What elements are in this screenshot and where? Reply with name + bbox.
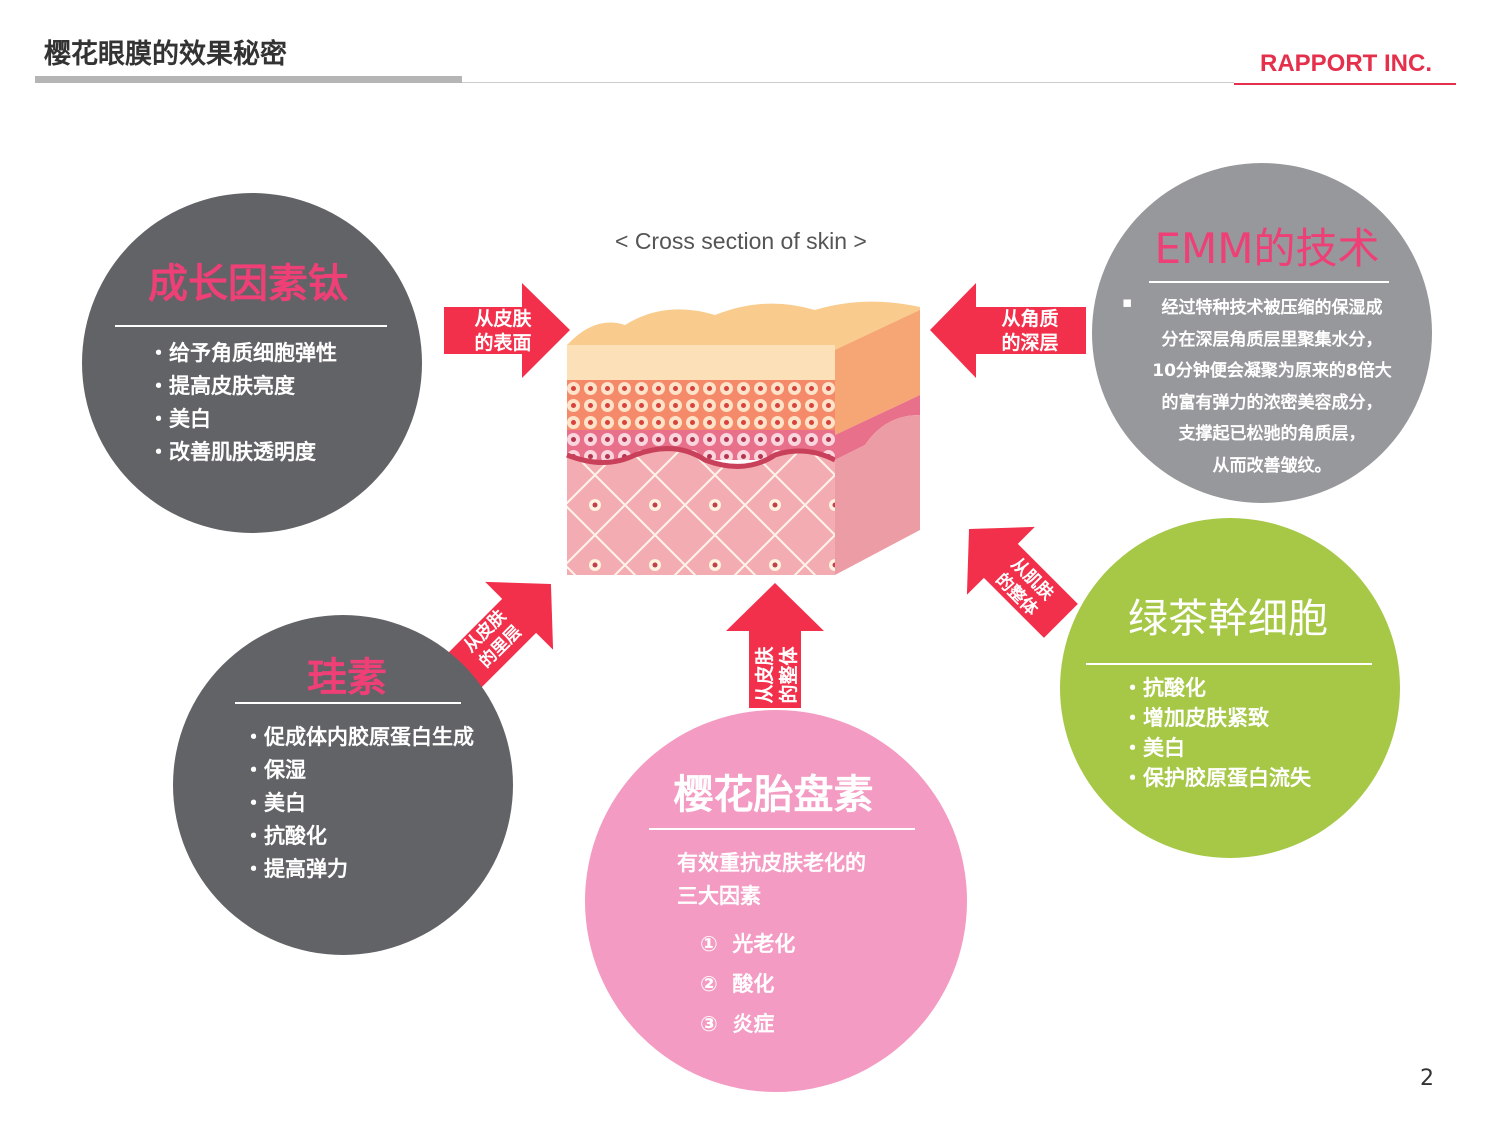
header-divider [462, 82, 1234, 83]
arrow-label: 从皮肤 [474, 308, 532, 330]
factor-text: 光老化 [732, 932, 796, 956]
divider [1086, 663, 1372, 665]
number-badge: ② [700, 972, 718, 996]
list-item: ・抗酸化 [243, 824, 327, 848]
emm-text-line: 的富有弹力的浓密美容成分， [1161, 392, 1383, 413]
arrow-from-skin-surface: 从皮肤的表面 [444, 283, 570, 378]
bullet-icon: ▪ [1122, 293, 1133, 311]
skin-cross-section-illustration [566, 301, 920, 575]
factor-item: ② 酸化 [700, 964, 795, 1004]
silicon-title: 珪素 [307, 655, 387, 701]
emm-text-line: 支撑起已松驰的角质层， [1178, 424, 1366, 444]
list-item: ・提高皮肤亮度 [148, 374, 295, 398]
divider [1149, 281, 1389, 283]
list-item: ・提高弹力 [243, 857, 348, 881]
sakura-title: 樱花胎盘素 [673, 772, 874, 818]
divider [649, 828, 915, 830]
list-item: ・给予角质细胞弹性 [148, 341, 337, 365]
arrow-from-keratin-depth: 从角质的深层 [930, 283, 1086, 378]
emm-text-line: 从而改善皱纹。 [1212, 455, 1332, 476]
brand-logo: RAPPORT INC. [1259, 50, 1432, 77]
list-item: ・增加皮肤紧致 [1122, 706, 1269, 730]
factor-item: ③ 炎症 [700, 1004, 795, 1044]
sakura-subtitle: 三大因素 [677, 884, 761, 908]
emm-text-line: 10分钟便会凝聚为原来的8倍大 [1152, 361, 1392, 381]
list-item: ・促成体内胶原蛋白生成 [243, 725, 474, 749]
list-item: ・改善肌肤透明度 [148, 440, 316, 464]
growth-factor-title: 成长因素钛 [148, 261, 348, 307]
list-item: ・美白 [1122, 736, 1185, 760]
arrow-label: 的表面 [474, 332, 532, 354]
page-number: 2 [1420, 1066, 1434, 1091]
growth-factor-circle: 成长因素钛 ・给予角质细胞弹性 ・提高皮肤亮度 ・美白 ・改善肌肤透明度 [82, 193, 422, 533]
green-tea-title: 绿茶幹细胞 [1128, 596, 1328, 642]
list-item: ・保护胶原蛋白流失 [1122, 766, 1311, 790]
arrow-label: 的深层 [1001, 332, 1059, 354]
list-item: ・抗酸化 [1122, 676, 1206, 700]
divider [235, 702, 461, 704]
list-item: ・美白 [243, 791, 306, 815]
emm-technology-circle: EMM的技术 ▪ 经过特种技术被压缩的保湿成 分在深层角质层里聚集水分， 10分… [1092, 163, 1432, 503]
page-title: 樱花眼膜的效果秘密 [44, 39, 287, 70]
number-badge: ① [700, 932, 718, 956]
number-badge: ③ [700, 1012, 718, 1036]
arrow-from-skin-whole: 从皮肤的整体 [726, 583, 824, 708]
factor-item: ① 光老化 [700, 924, 795, 964]
factor-text: 炎症 [732, 1012, 775, 1036]
arrow-from-whole-skin: 从肌肤的整体 [927, 487, 1104, 664]
emm-title: EMM的技术 [1154, 224, 1380, 273]
diagram-caption: < Cross section of skin > [615, 228, 867, 254]
factor-text: 酸化 [732, 972, 775, 996]
emm-text-line: 分在深层角质层里聚集水分， [1161, 329, 1383, 350]
arrow-from-skin-inner: 从皮肤的里层 [417, 542, 594, 719]
title-underline [35, 76, 462, 83]
green-tea-stem-cell-circle: 绿茶幹细胞 ・抗酸化 ・增加皮肤紧致 ・美白 ・保护胶原蛋白流失 [1060, 518, 1400, 858]
list-item: ・保湿 [243, 758, 306, 782]
list-item: ・美白 [148, 407, 211, 431]
silicon-circle: 珪素 ・促成体内胶原蛋白生成 ・保湿 ・美白 ・抗酸化 ・提高弹力 [173, 615, 513, 955]
divider [115, 325, 387, 327]
emm-text-line: 经过特种技术被压缩的保湿成 [1161, 298, 1383, 318]
sakura-placenta-circle: 樱花胎盘素 有效重抗皮肤老化的 三大因素 ① 光老化 ② 酸化 ③ 炎症 [585, 710, 967, 1092]
sakura-subtitle: 有效重抗皮肤老化的 [677, 851, 866, 875]
brand-underline [1234, 83, 1456, 85]
arrow-label: 从角质 [1001, 308, 1059, 330]
